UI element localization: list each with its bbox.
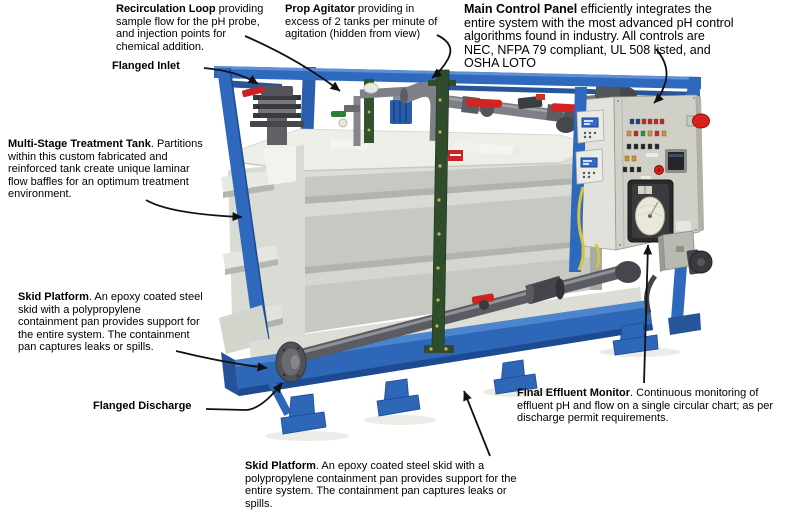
prop-agitator-piping [400, 81, 601, 142]
callout-prop-agitator: Prop Agitator providing in excess of 2 t… [285, 3, 437, 41]
callout-skid-platform-bottom: Skid Platform. An epoxy coated steel ski… [245, 460, 517, 510]
flanged-discharge-fitting [275, 341, 307, 383]
effluent-pump [686, 249, 713, 275]
skid-feet [280, 322, 659, 435]
callout-title: Recirculation Loop [116, 3, 216, 15]
discharge-pipe [275, 261, 641, 383]
arrow-prop-agitator [431, 34, 452, 79]
callout-recirculation-loop: Recirculation Loop providing sample flow… [116, 3, 263, 53]
arrow-main-control-panel [653, 48, 668, 104]
callout-title: Skid Platform [18, 291, 89, 303]
arrow-treatment-tank [145, 199, 243, 222]
callout-text: . Continuous monitoring of effluent pH a… [517, 387, 773, 424]
arrow-flanged-inlet [203, 67, 259, 85]
ball-valve-handle [465, 98, 503, 108]
emergency-stop-button [686, 113, 710, 129]
callout-arrows [145, 34, 668, 457]
callout-title: Final Effluent Monitor [517, 387, 631, 399]
callout-title: Flanged Discharge [93, 400, 192, 412]
frame-top-rail [214, 66, 701, 89]
yellow-cable [577, 186, 600, 271]
callout-title: Flanged Inlet [112, 60, 180, 72]
sample-valve-handle [331, 111, 346, 117]
machine [214, 66, 713, 441]
callout-multi-stage-treatment-tank: Multi-Stage Treatment Tank. Partitions w… [8, 138, 203, 201]
arrow-flanged-discharge [205, 382, 283, 411]
callout-flanged-discharge: Flanged Discharge [93, 400, 191, 413]
callout-title: Main Control Panel [464, 2, 578, 16]
chart-recorder [627, 179, 674, 243]
panel-display [665, 149, 687, 173]
arrow-final-effluent-monitor [643, 244, 653, 384]
callout-title: Multi-Stage Treatment Tank [8, 138, 151, 150]
callout-text: . An epoxy coated steel skid with a poly… [18, 291, 203, 353]
arrow-recirculation-loop [244, 35, 341, 92]
indicator-lights [622, 118, 667, 173]
flanged-inlet-assembly [242, 85, 304, 145]
inlet-valve-handle [242, 85, 265, 98]
callout-text: . An epoxy coated steel skid with a poly… [245, 460, 517, 510]
callout-flanged-inlet: Flanged Inlet [112, 60, 180, 73]
callout-title: Prop Agitator [285, 3, 355, 15]
callout-text: . Partitions within this custom fabricat… [8, 138, 203, 200]
ph-controllers [575, 109, 605, 185]
callout-text: efficiently integrates the entire system… [464, 2, 734, 70]
callout-text: providing sample flow for the pH probe, … [116, 3, 264, 53]
arrow-skid-platform-bottom [463, 390, 491, 457]
callout-text: providing in excess of 2 tanks per minut… [285, 3, 438, 40]
drain-valve-handle [471, 293, 495, 305]
arrow-skid-platform-left [175, 350, 268, 372]
junction-box [658, 230, 696, 272]
callout-skid-platform-left: Skid Platform. An epoxy coated steel ski… [18, 291, 203, 354]
green-support-post [424, 69, 456, 353]
tank-lid [231, 128, 602, 185]
recirculation-pump [390, 96, 412, 124]
frame-left-post [217, 67, 273, 366]
callout-title: Skid Platform [245, 460, 316, 472]
callout-main-control-panel: Main Control Panel efficiently integrate… [464, 2, 734, 71]
callout-final-effluent-monitor: Final Effluent Monitor. Continuous monit… [517, 387, 773, 425]
